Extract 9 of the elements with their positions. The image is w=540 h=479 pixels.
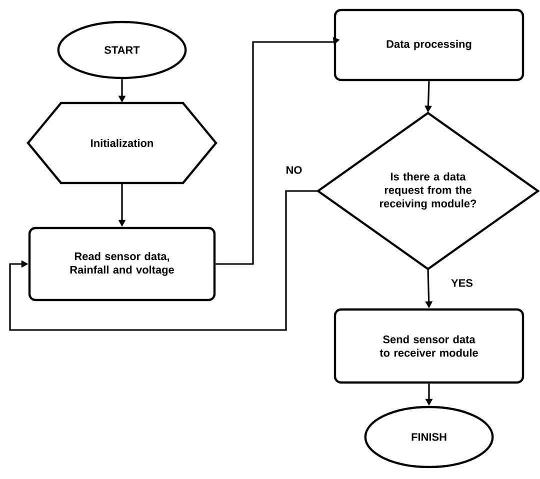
- end-terminal: FINISH: [364, 406, 494, 468]
- edge-label: YES: [450, 278, 474, 288]
- edge-label: NO: [284, 165, 304, 175]
- process-box: Send sensor data to receiver module: [334, 308, 524, 384]
- start-terminal: START: [57, 20, 187, 80]
- arrow: [9, 190, 318, 331]
- process-box: Data processing: [334, 8, 524, 82]
- process-box: Read sensor data, Rainfall and voltage: [28, 226, 216, 302]
- preparation-hexagon: Initialization: [26, 102, 218, 184]
